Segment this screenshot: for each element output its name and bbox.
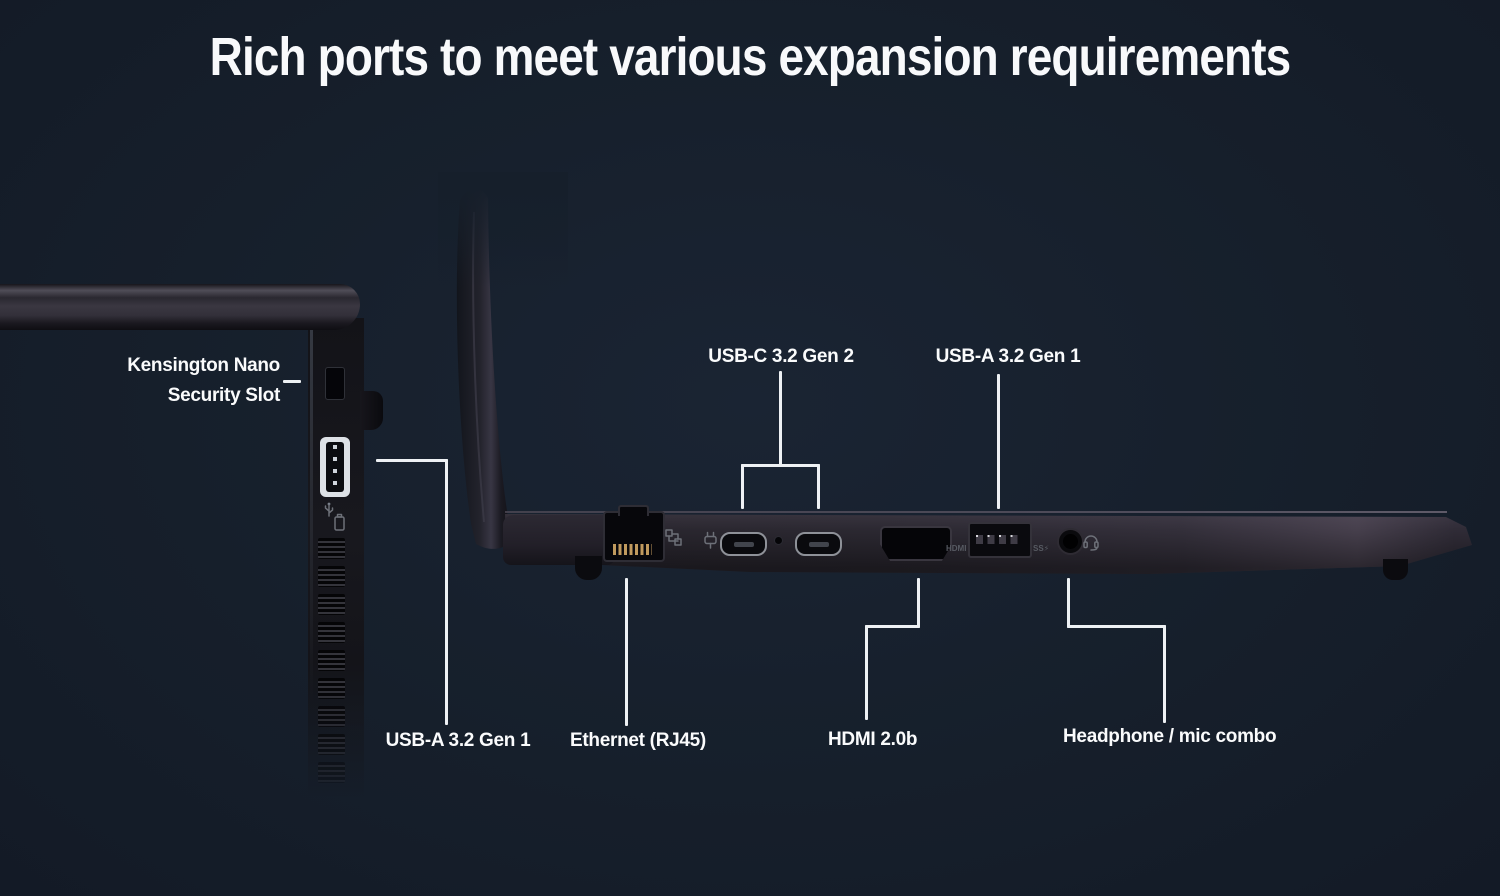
vent-grille	[318, 650, 345, 671]
hdmi-callout-line-h	[865, 625, 920, 628]
lid-top-fade	[438, 172, 568, 287]
usb-a-right-label: USB-A 3.2 Gen 1	[935, 346, 1081, 367]
hinge	[360, 391, 383, 430]
rj45-pins	[613, 544, 652, 555]
usb-battery-icon	[324, 502, 345, 531]
superspeed-marking: SS⚡	[1033, 544, 1050, 553]
headphone-callout-line-v2	[1163, 625, 1166, 723]
hdmi-port	[880, 526, 952, 561]
ethernet-rj45-port	[603, 505, 665, 562]
kensington-callout-line	[283, 380, 301, 383]
usb-a-pins	[333, 445, 337, 489]
left-laptop-body	[0, 284, 360, 330]
rubber-foot	[1383, 559, 1408, 580]
usb-a-left-callout-line-v	[445, 459, 448, 725]
usb-c-tongue	[808, 541, 829, 547]
headphone-callout-line-h	[1067, 625, 1166, 628]
headphone-jack	[1057, 528, 1084, 555]
usb-c-callout-bracket	[741, 464, 820, 467]
vent-grille	[318, 762, 345, 783]
usb-c-port-2	[795, 532, 842, 556]
hdmi-label: HDMI 2.0b	[828, 729, 918, 750]
usb-a-left-label: USB-A 3.2 Gen 1	[385, 730, 531, 751]
vent-grille	[318, 538, 345, 559]
usb-a-left-callout-line-h	[376, 459, 448, 462]
headphone-label: Headphone / mic combo	[1063, 726, 1277, 747]
usb-c-tongue	[733, 541, 754, 547]
rubber-foot	[575, 556, 602, 580]
vent-grille	[318, 706, 345, 727]
page-title: Rich ports to meet various expansion req…	[209, 27, 1291, 87]
vent-grille-column	[318, 538, 347, 796]
usb-c-callout-leg-1	[741, 464, 744, 509]
base-top-highlight	[505, 511, 1447, 513]
usb-a-port-right	[968, 522, 1032, 558]
kensington-slot	[325, 367, 345, 400]
vent-grille	[318, 566, 345, 587]
vent-grille	[318, 678, 345, 699]
network-icon	[665, 529, 682, 546]
power-plug-icon	[704, 531, 717, 549]
hdmi-callout-line-v2	[865, 625, 868, 720]
hdmi-callout-line-v1	[917, 578, 920, 628]
kensington-label-line1: Kensington Nano	[127, 355, 280, 376]
ethernet-callout-line	[625, 578, 628, 726]
hdmi-marking: HDMI	[946, 544, 967, 553]
usb-c-callout-stem	[779, 371, 782, 467]
usb-c-callout-leg-2	[817, 464, 820, 509]
vent-grille	[318, 594, 345, 615]
kensington-label-line2: Security Slot	[167, 385, 281, 406]
vent-grille	[318, 622, 345, 643]
headphone-callout-line-v1	[1067, 578, 1070, 628]
usb-a-port-left	[320, 437, 350, 497]
vent-grille	[318, 734, 345, 755]
headset-icon	[1083, 535, 1099, 551]
usb-a-pins	[976, 535, 1020, 544]
usb-c-label: USB-C 3.2 Gen 2	[708, 346, 854, 367]
mic-hole	[775, 537, 782, 544]
usb-c-port-1	[720, 532, 767, 556]
edge-highlight	[310, 322, 313, 702]
kensington-label: Kensington Nano Security Slot	[110, 351, 280, 411]
rj45-notch	[618, 505, 649, 516]
ethernet-label: Ethernet (RJ45)	[570, 730, 706, 751]
usb-a-right-callout-line	[997, 374, 1000, 509]
